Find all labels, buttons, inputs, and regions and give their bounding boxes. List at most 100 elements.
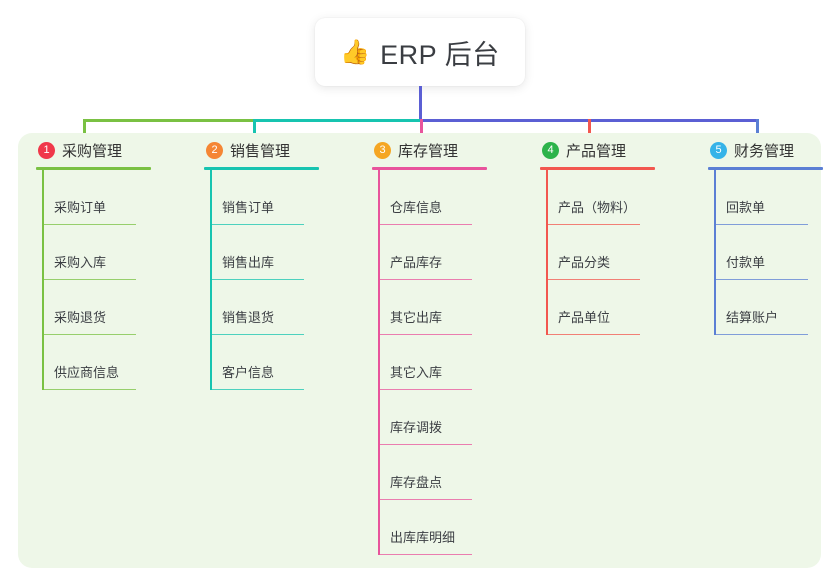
list-item-rule [378, 443, 472, 445]
list-item-rule [378, 388, 472, 390]
connector-bus-segment-1 [83, 119, 253, 122]
thumbs-up-icon: 👍 [340, 38, 371, 66]
list-item-rule [546, 333, 640, 335]
list-item-label: 销售订单 [222, 200, 275, 215]
list-item-rule [210, 333, 304, 335]
list-item[interactable]: 库存调拨 [354, 390, 514, 445]
list-item-rule [546, 223, 640, 225]
list-item-rule [378, 278, 472, 280]
column-header-1[interactable]: 1 采购管理 [18, 133, 178, 167]
list-item-rule [378, 223, 472, 225]
connector-bus-segment-2 [253, 119, 420, 122]
list-item-rule [42, 278, 136, 280]
list-item-label: 结算账户 [726, 310, 779, 325]
column-title-1: 采购管理 [62, 142, 123, 160]
column-2: 2 销售管理销售订单销售出库销售退货客户信息 [186, 133, 346, 390]
column-spine-3 [378, 169, 380, 555]
list-item[interactable]: 采购退货 [18, 280, 178, 335]
root-title: ERP 后台 [380, 39, 500, 70]
column-accent-bar-2 [204, 167, 319, 170]
list-item[interactable]: 采购订单 [18, 170, 178, 225]
list-item-rule [42, 223, 136, 225]
list-item-rule [378, 553, 472, 555]
column-spine-1 [42, 169, 44, 390]
list-item-rule [210, 278, 304, 280]
column-items-1: 采购订单采购入库采购退货供应商信息 [18, 170, 178, 390]
list-item[interactable]: 出库库明细 [354, 500, 514, 555]
column-badge-5: 5 [710, 141, 727, 159]
list-item-rule [210, 388, 304, 390]
list-item-label: 其它出库 [390, 310, 443, 325]
column-header-5[interactable]: 5 财务管理 [690, 133, 839, 167]
column-items-5: 回款单付款单结算账户 [690, 170, 839, 335]
list-item-rule [378, 498, 472, 500]
list-item-label: 产品库存 [390, 255, 443, 270]
column-items-4: 产品（物料） 产品分类产品单位 [522, 170, 682, 335]
diagram-panel: 1 采购管理采购订单采购入库采购退货供应商信息 2 销售管理销售订单销售出库销售退货客… [18, 133, 823, 568]
list-item-label: 出库库明细 [390, 530, 456, 545]
list-item[interactable]: 产品库存 [354, 225, 514, 280]
list-item-label: 产品（物料） [558, 200, 637, 215]
list-item[interactable]: 回款单 [690, 170, 839, 225]
column-badge-2: 2 [206, 141, 223, 159]
column-accent-bar-4 [540, 167, 655, 170]
list-item-label: 采购退货 [54, 310, 107, 325]
column-badge-4: 4 [542, 141, 559, 159]
list-item[interactable]: 供应商信息 [18, 335, 178, 390]
list-item-rule [378, 333, 472, 335]
column-3: 3 库存管理仓库信息产品库存其它出库其它入库库存调拨库存盘点出库库明细 [354, 133, 514, 555]
column-badge-1: 1 [38, 141, 55, 159]
list-item[interactable]: 仓库信息 [354, 170, 514, 225]
list-item-label: 供应商信息 [54, 365, 120, 380]
column-spine-4 [546, 169, 548, 335]
list-item-rule [714, 278, 808, 280]
column-spine-2 [210, 169, 212, 390]
list-item-label: 客户信息 [222, 365, 275, 380]
list-item-label: 回款单 [726, 200, 766, 215]
list-item-label: 销售退货 [222, 310, 275, 325]
list-item-rule [714, 223, 808, 225]
list-item-label: 库存调拨 [390, 420, 443, 435]
list-item-label: 其它入库 [390, 365, 443, 380]
list-item[interactable]: 库存盘点 [354, 445, 514, 500]
list-item[interactable]: 产品（物料） [522, 170, 682, 225]
list-item[interactable]: 其它入库 [354, 335, 514, 390]
list-item-rule [546, 278, 640, 280]
list-item[interactable]: 产品单位 [522, 280, 682, 335]
column-title-3: 库存管理 [398, 142, 459, 160]
list-item[interactable]: 销售出库 [186, 225, 346, 280]
list-item[interactable]: 其它出库 [354, 280, 514, 335]
list-item-label: 销售出库 [222, 255, 275, 270]
list-item[interactable]: 产品分类 [522, 225, 682, 280]
list-item-label: 采购订单 [54, 200, 107, 215]
connector-root-stem [419, 86, 422, 119]
list-item-label: 库存盘点 [390, 475, 443, 490]
root-node[interactable]: 👍 ERP 后台 [315, 18, 525, 86]
list-item-label: 产品分类 [558, 255, 611, 270]
column-badge-3: 3 [374, 141, 391, 159]
column-accent-bar-1 [36, 167, 151, 170]
column-5: 5 财务管理回款单付款单结算账户 [690, 133, 839, 335]
column-header-2[interactable]: 2 销售管理 [186, 133, 346, 167]
list-item-rule [714, 333, 808, 335]
list-item[interactable]: 付款单 [690, 225, 839, 280]
column-accent-bar-5 [708, 167, 823, 170]
list-item-rule [42, 388, 136, 390]
column-spine-5 [714, 169, 716, 335]
column-1: 1 采购管理采购订单采购入库采购退货供应商信息 [18, 133, 178, 390]
column-items-2: 销售订单销售出库销售退货客户信息 [186, 170, 346, 390]
list-item[interactable]: 采购入库 [18, 225, 178, 280]
column-header-3[interactable]: 3 库存管理 [354, 133, 514, 167]
list-item[interactable]: 销售退货 [186, 280, 346, 335]
column-title-5: 财务管理 [734, 142, 795, 160]
column-title-2: 销售管理 [230, 142, 291, 160]
list-item-label: 产品单位 [558, 310, 611, 325]
list-item[interactable]: 客户信息 [186, 335, 346, 390]
list-item[interactable]: 结算账户 [690, 280, 839, 335]
list-item-label: 采购入库 [54, 255, 107, 270]
list-item[interactable]: 销售订单 [186, 170, 346, 225]
column-items-3: 仓库信息产品库存其它出库其它入库库存调拨库存盘点出库库明细 [354, 170, 514, 555]
list-item-label: 仓库信息 [390, 200, 443, 215]
